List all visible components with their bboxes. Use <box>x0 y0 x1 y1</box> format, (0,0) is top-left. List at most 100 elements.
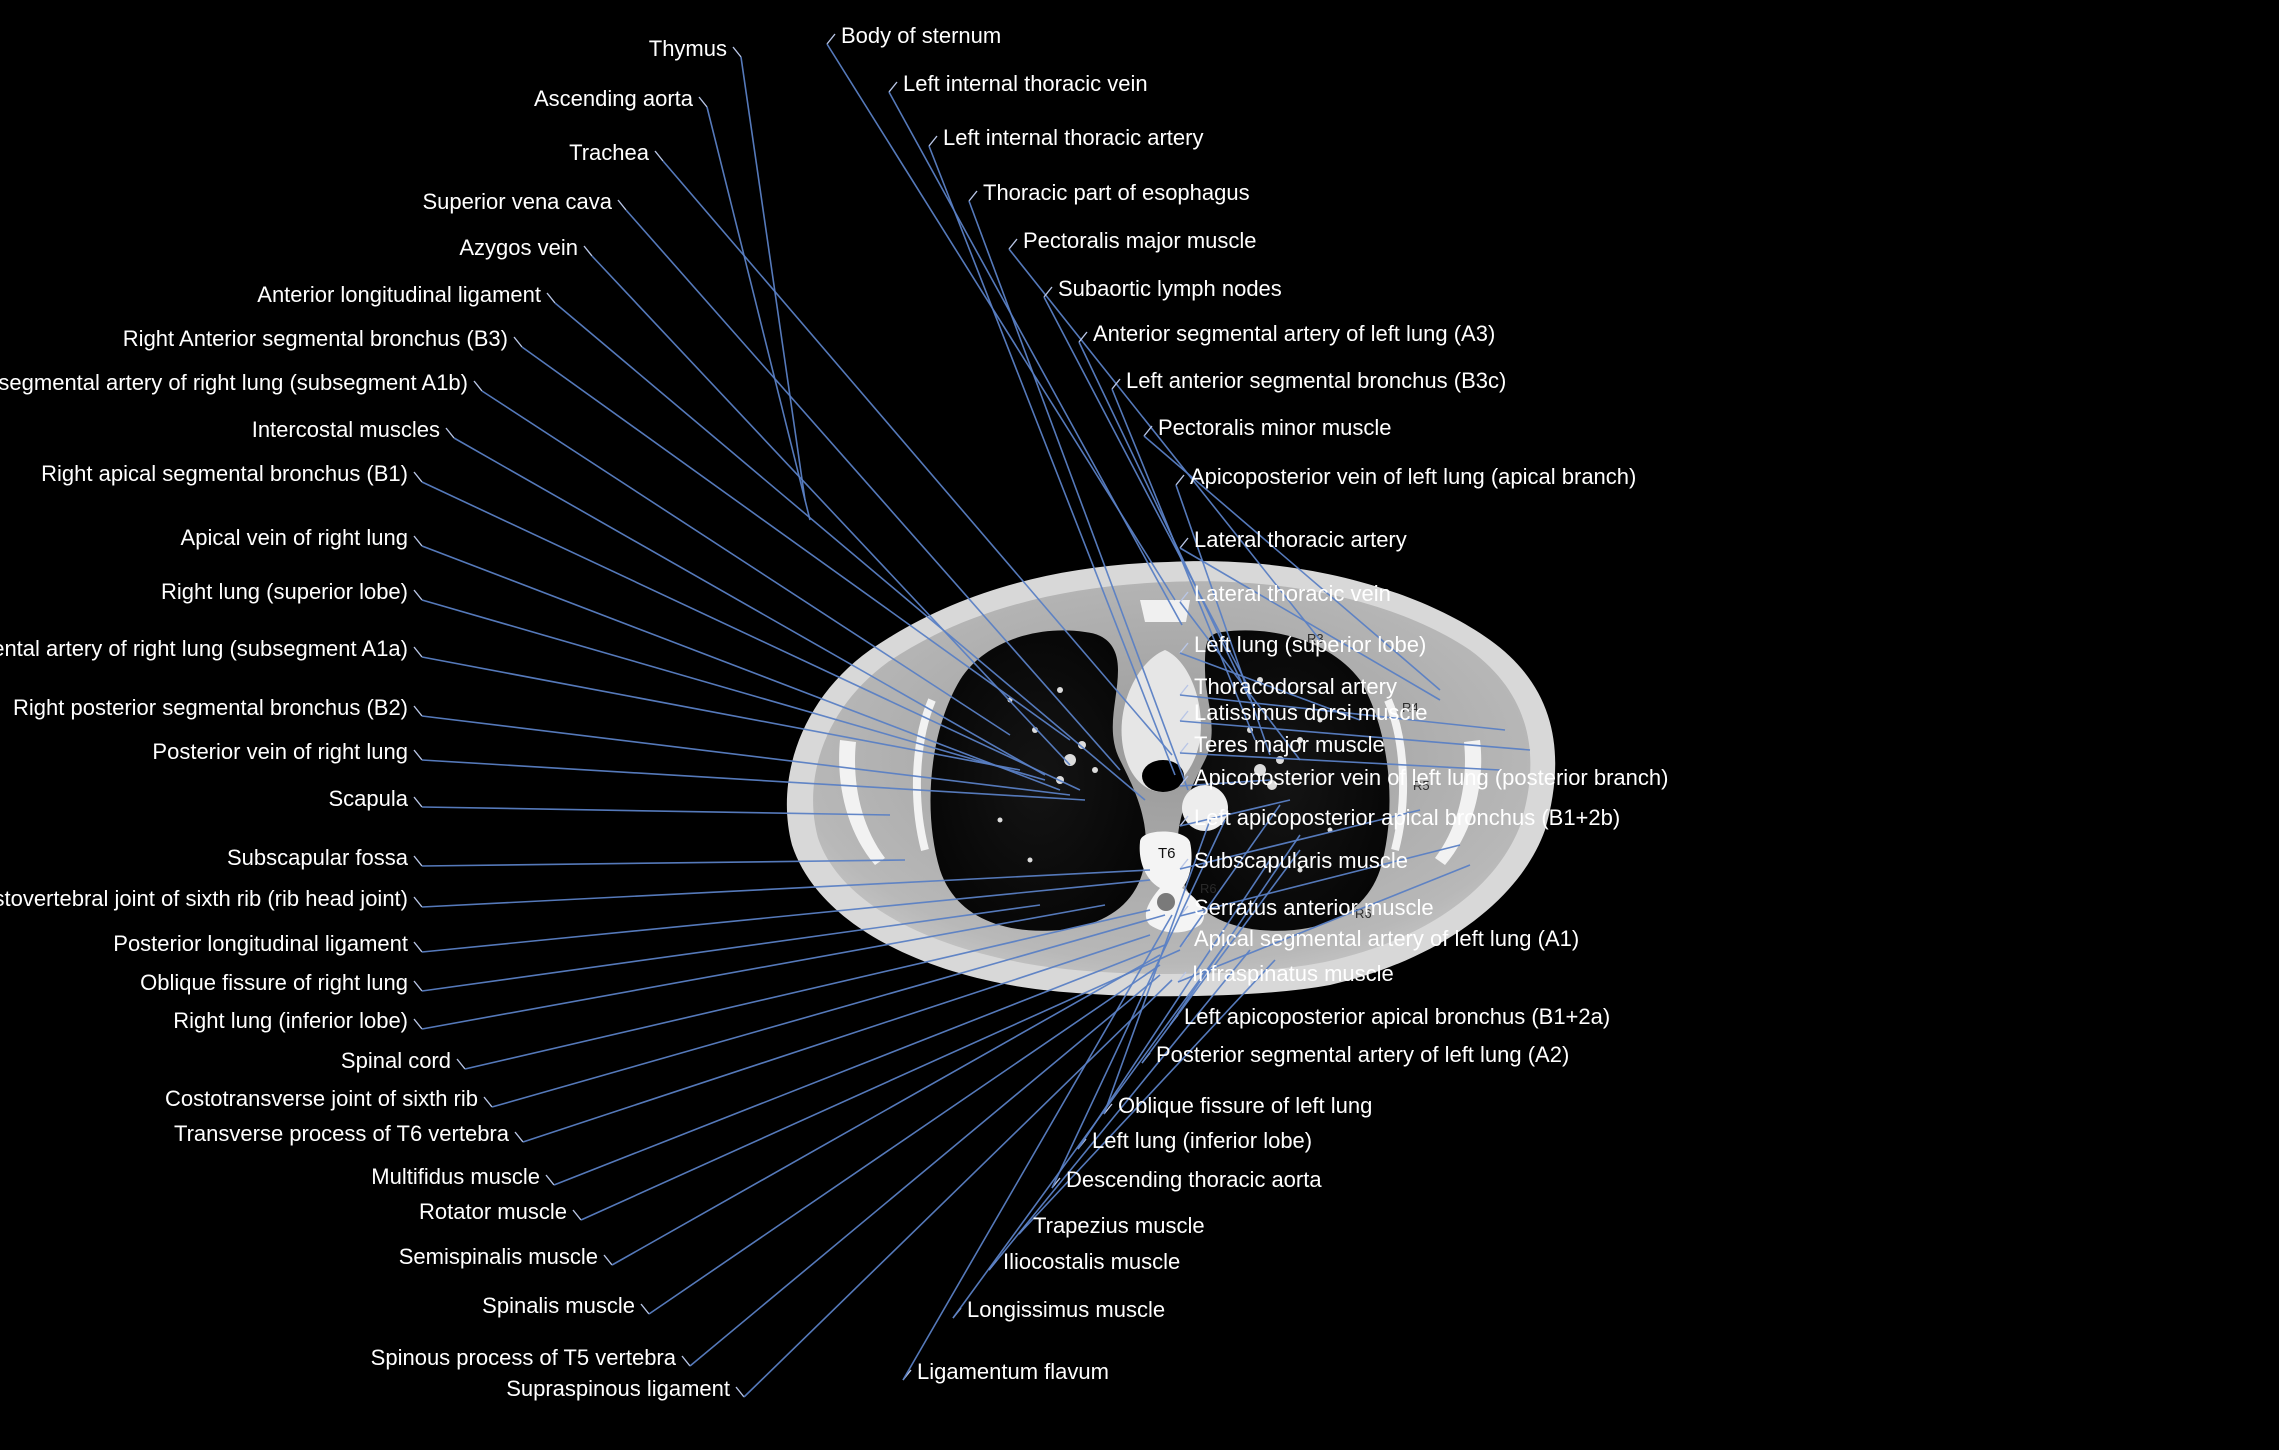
left-scapula-shape <box>1435 740 1482 865</box>
leader-line-intercostal-muscles <box>453 437 1046 776</box>
vessel-dot <box>1297 867 1303 873</box>
leader-line-anterior-segmental-artery-of-left-lung-a3 <box>1078 341 1251 701</box>
label-ligamentum-flavum: Ligamentum flavum <box>917 1359 1109 1384</box>
label-apical-segmental-artery-of-left-lung-a1: Apical segmental artery of left lung (A1… <box>1194 926 1579 951</box>
leader-line-longissimus-muscle <box>952 944 1226 1319</box>
label-subscapularis-muscle: Subscapularis muscle <box>1194 848 1408 873</box>
leader-line-right-apical-segmental-bronchus-b1 <box>421 481 1081 791</box>
ct-scan-image: T6 R3 R4 R5 R6 R6 <box>786 561 1556 997</box>
label-costovertebral-joint-of-sixth-rib-rib-head-joint: Costovertebral joint of sixth rib (rib h… <box>0 886 408 911</box>
leader-lines <box>413 33 1531 1398</box>
label-spinalis-muscle: Spinalis muscle <box>482 1293 635 1318</box>
vessel-dot <box>1078 741 1086 749</box>
leader-line-subscapularis-muscle <box>1179 809 1421 870</box>
leader-line-scapula <box>421 806 891 816</box>
leader-tick-apical-segmental-artery-of-right-lung-subsegment-a1b <box>473 380 483 392</box>
label-apical-segmental-artery-of-right-lung-subsegment-a1a: Apical segmental artery of right lung (s… <box>0 636 408 661</box>
label-body-of-sternum: Body of sternum <box>841 23 1001 48</box>
label-left-lung-inferior-lobe: Left lung (inferior lobe) <box>1092 1128 1312 1153</box>
label-posterior-vein-of-right-lung: Posterior vein of right lung <box>152 739 408 764</box>
label-spinous-process-of-t5-vertebra: Spinous process of T5 vertebra <box>371 1345 677 1370</box>
label-right-lung-superior-lobe: Right lung (superior lobe) <box>161 579 408 604</box>
label-spinal-cord: Spinal cord <box>341 1048 451 1073</box>
leader-line-apicoposterior-vein-of-left-lung-posterior-branch <box>1179 779 1271 787</box>
vessel-dot <box>1267 780 1277 790</box>
leader-line-subaortic-lymph-nodes <box>1043 296 1251 691</box>
label-latissimus-dorsi-muscle: Latissimus dorsi muscle <box>1194 700 1428 725</box>
label-descending-thoracic-aorta: Descending thoracic aorta <box>1066 1167 1322 1192</box>
label-apical-vein-of-right-lung: Apical vein of right lung <box>181 525 408 550</box>
leader-line-lateral-thoracic-vein <box>1179 601 1301 761</box>
label-subaortic-lymph-nodes: Subaortic lymph nodes <box>1058 276 1282 301</box>
leader-tick-oblique-fissure-of-right-lung <box>413 980 423 992</box>
leader-tick-semispinalis-muscle <box>603 1254 613 1266</box>
leader-line-costovertebral-joint-of-sixth-rib-rib-head-joint <box>421 869 1151 908</box>
leader-tick-left-internal-thoracic-artery <box>928 135 938 147</box>
leader-tick-transverse-process-of-t6-vertebra <box>514 1131 524 1143</box>
label-right-anterior-segmental-bronchus-b3: Right Anterior segmental bronchus (B3) <box>123 326 508 351</box>
leader-line-spinalis-muscle <box>648 964 1161 1315</box>
mediastinum-shape <box>1121 650 1201 792</box>
leader-tick-subaortic-lymph-nodes <box>1043 286 1053 298</box>
leader-line-rotator-muscle <box>580 949 1181 1221</box>
leader-tick-pectoralis-minor-muscle <box>1143 425 1153 437</box>
leader-tick-azygos-vein <box>583 245 593 257</box>
leader-line-teres-major-muscle <box>1179 752 1501 771</box>
leader-tick-right-apical-segmental-bronchus-b1 <box>413 471 423 483</box>
trachea-shape <box>1142 760 1184 792</box>
rib-label-r3: R3 <box>1307 631 1324 646</box>
leader-tick-right-anterior-segmental-bronchus-b3 <box>513 336 523 348</box>
label-serratus-anterior-muscle: Serratus anterior muscle <box>1194 895 1434 920</box>
leader-line-transverse-process-of-t6-vertebra <box>522 934 1151 1143</box>
vessel-dot <box>1064 754 1076 766</box>
leader-line-oblique-fissure-of-right-lung <box>421 904 1041 992</box>
right-scapula-shape <box>839 740 885 865</box>
leader-line-right-posterior-segmental-bronchus-b2 <box>421 715 1071 796</box>
leader-tick-lateral-thoracic-artery <box>1179 537 1189 549</box>
leader-line-apical-segmental-artery-of-right-lung-subsegment-a1b <box>481 390 1011 736</box>
leader-tick-left-internal-thoracic-vein <box>888 81 898 93</box>
leader-line-superior-vena-cava <box>625 209 1121 771</box>
vessel-dot <box>1027 857 1033 863</box>
right-rib-shape <box>912 698 936 852</box>
label-trapezius-muscle: Trapezius muscle <box>1033 1213 1205 1238</box>
vessel-dot <box>1297 737 1303 743</box>
label-anterior-segmental-artery-of-left-lung-a3: Anterior segmental artery of left lung (… <box>1093 321 1495 346</box>
vertebra-level-label: T6 <box>1158 845 1176 862</box>
leader-line-apicoposterior-vein-of-left-lung-apical-branch <box>1175 484 1271 756</box>
label-pectoralis-major-muscle: Pectoralis major muscle <box>1023 228 1257 253</box>
leader-line-trapezius-muscle <box>1018 959 1276 1235</box>
label-left-anterior-segmental-bronchus-b3c: Left anterior segmental bronchus (B3c) <box>1126 368 1506 393</box>
leader-tick-thoracic-part-of-esophagus <box>968 190 978 202</box>
leader-line-spinal-cord <box>464 909 1151 1070</box>
label-superior-vena-cava: Superior vena cava <box>422 189 612 214</box>
label-right-apical-segmental-bronchus-b1: Right apical segmental bronchus (B1) <box>41 461 408 486</box>
leader-tick-pectoralis-major-muscle <box>1008 238 1018 250</box>
spinal-canal-shape <box>1157 893 1175 911</box>
leader-tick-right-lung-inferior-lobe <box>413 1018 423 1030</box>
leader-tick-multifidus-muscle <box>545 1174 555 1186</box>
label-left-internal-thoracic-vein: Left internal thoracic vein <box>903 71 1148 96</box>
label-right-posterior-segmental-bronchus-b2: Right posterior segmental bronchus (B2) <box>13 695 408 720</box>
leader-tick-trachea <box>654 150 664 162</box>
leader-tick-apical-segmental-artery-of-right-lung-subsegment-a1a <box>413 646 423 658</box>
leader-line-left-anterior-segmental-bronchus-b3c <box>1111 388 1256 741</box>
leader-line-posterior-longitudinal-ligament <box>421 879 1151 953</box>
leader-tick-spinalis-muscle <box>640 1303 650 1315</box>
descending-aorta-shape <box>1182 785 1228 831</box>
leader-line-left-internal-thoracic-vein <box>888 91 1183 626</box>
label-thoracic-part-of-esophagus: Thoracic part of esophagus <box>983 180 1250 205</box>
leader-tick-spinal-cord <box>456 1058 466 1070</box>
right-lung-shape <box>930 630 1146 931</box>
label-intercostal-muscles: Intercostal muscles <box>252 417 440 442</box>
leader-line-lateral-thoracic-artery <box>1179 547 1441 701</box>
leader-line-ascending-aorta <box>706 106 811 521</box>
label-thoracodorsal-artery: Thoracodorsal artery <box>1194 674 1397 699</box>
leader-tick-spinous-process-of-t5-vertebra <box>681 1355 691 1367</box>
leader-line-latissimus-dorsi-muscle <box>1179 720 1531 751</box>
leader-line-apical-segmental-artery-of-left-lung-a1 <box>1179 804 1281 948</box>
label-subscapular-fossa: Subscapular fossa <box>227 845 409 870</box>
label-transverse-process-of-t6-vertebra: Transverse process of T6 vertebra <box>174 1121 510 1146</box>
label-scapula: Scapula <box>328 786 408 811</box>
